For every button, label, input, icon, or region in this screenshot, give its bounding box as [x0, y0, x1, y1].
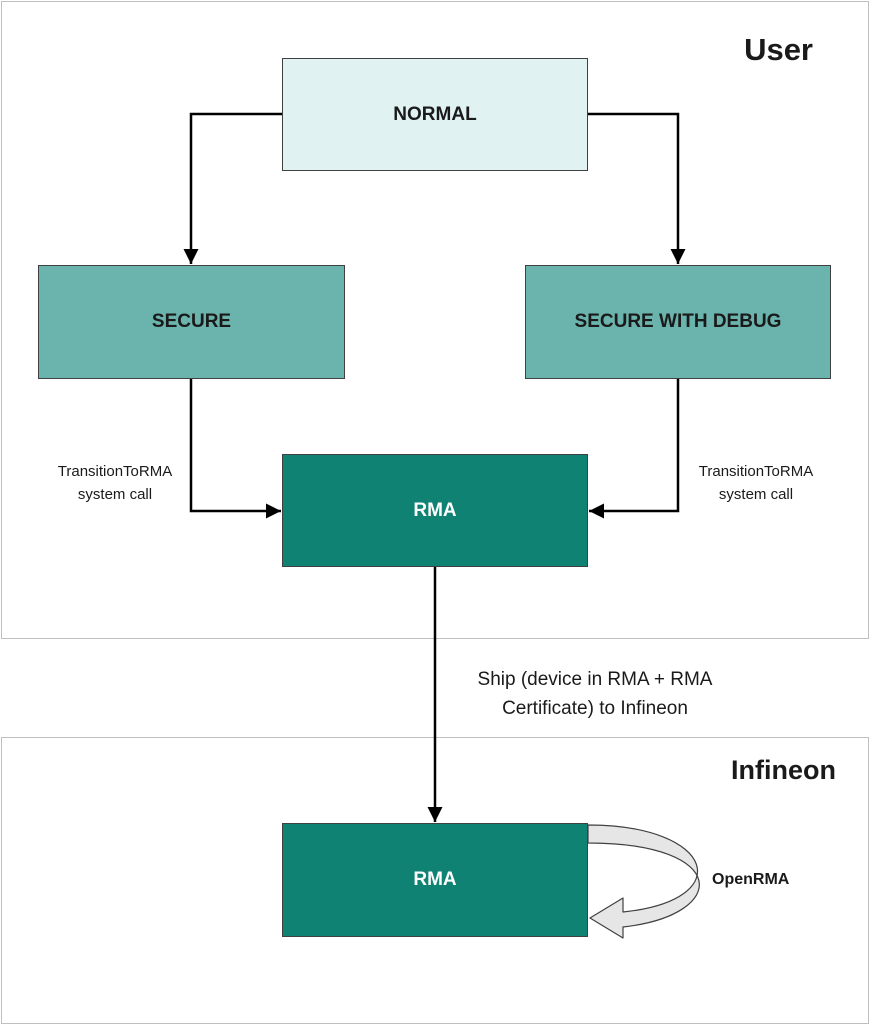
state-secure-with-debug: SECURE WITH DEBUG [525, 265, 831, 379]
state-rma-infineon-label: RMA [413, 869, 457, 890]
state-normal-label: NORMAL [393, 103, 477, 125]
transition-label-right-line1: TransitionToRMA [698, 463, 814, 480]
transition-label-right-line2: system call [718, 486, 794, 503]
open-rma-label: OpenRMA [712, 871, 790, 888]
ship-label: Ship (device in RMA + RMA Certificate) t… [445, 665, 745, 723]
state-secure-with-debug-label: SECURE WITH DEBUG [574, 311, 782, 332]
transition-label-left-line2: system call [77, 486, 153, 503]
transition-label-left-line1: TransitionToRMA [57, 463, 173, 480]
infineon-zone-title: Infineon [731, 755, 836, 785]
state-secure-label: SECURE [151, 311, 232, 332]
ship-label-line1: Ship (device in RMA + RMA [477, 669, 713, 690]
state-rma-infineon: RMA [282, 823, 588, 937]
state-secure: SECURE [38, 265, 345, 379]
transition-label-right: TransitionToRMA system call [676, 460, 836, 506]
state-normal: NORMAL [282, 58, 588, 171]
state-rma-user: RMA [282, 454, 588, 567]
user-zone-title: User [744, 32, 813, 67]
ship-label-line2: Certificate) to Infineon [502, 698, 688, 719]
state-rma-user-label: RMA [413, 499, 457, 521]
transition-label-left: TransitionToRMA system call [35, 460, 195, 506]
